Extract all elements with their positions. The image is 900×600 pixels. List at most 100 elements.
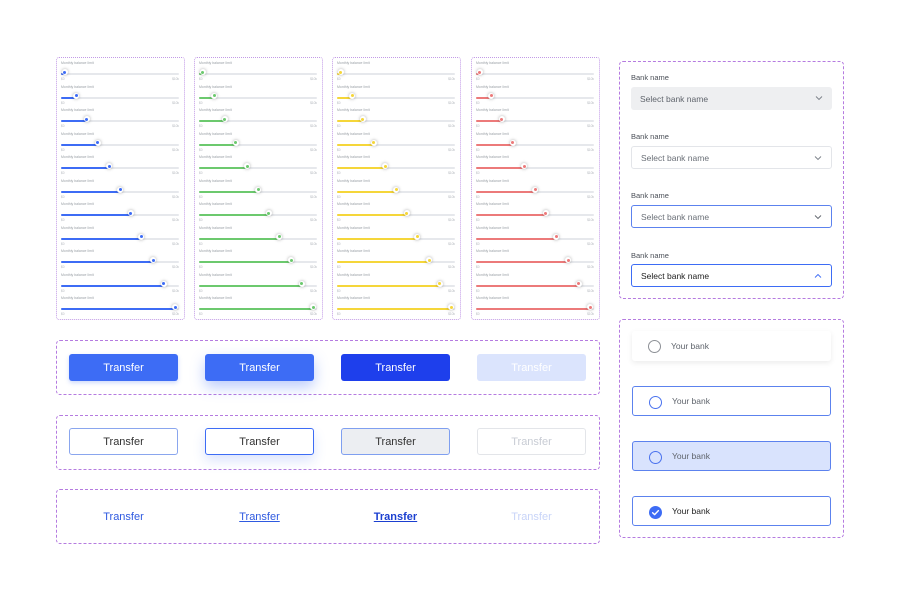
balance-limit-slider[interactable]: Monthly balance limit $0 $10k — [337, 249, 455, 271]
slider-handle[interactable] — [232, 139, 239, 146]
slider-handle[interactable] — [61, 69, 68, 75]
slider-track[interactable] — [337, 116, 455, 122]
slider-track[interactable] — [476, 69, 594, 75]
balance-limit-slider[interactable]: Monthly balance limit $0 $10k — [61, 273, 179, 295]
slider-track[interactable] — [337, 304, 455, 310]
balance-limit-slider[interactable]: Monthly balance limit $0 $10k — [61, 226, 179, 248]
balance-limit-slider[interactable]: Monthly balance limit $0 $10k — [199, 132, 317, 154]
balance-limit-slider[interactable]: Monthly balance limit $0 $10k — [199, 85, 317, 107]
bank-name-select-focus[interactable]: Select bank name — [631, 205, 832, 228]
balance-limit-slider[interactable]: Monthly balance limit $0 $10k — [337, 85, 455, 107]
slider-track[interactable] — [476, 280, 594, 287]
slider-track[interactable] — [61, 163, 179, 169]
balance-limit-slider[interactable]: Monthly balance limit $0 $10k — [337, 61, 455, 83]
balance-limit-slider[interactable]: Monthly balance limit $0 $10k — [476, 249, 594, 271]
transfer-link-default[interactable]: Transfer — [69, 503, 178, 530]
balance-limit-slider[interactable]: Monthly balance limit $0 $10k — [199, 249, 317, 271]
bank-name-select-open[interactable]: Select bank name — [631, 264, 832, 287]
slider-handle[interactable] — [532, 186, 538, 193]
slider-handle[interactable] — [359, 116, 366, 122]
slider-track[interactable] — [337, 92, 455, 99]
slider-handle[interactable] — [211, 92, 218, 99]
balance-limit-slider[interactable]: Monthly balance limit $0 $10k — [476, 179, 594, 201]
transfer-button-primary-hover[interactable]: Transfer — [205, 354, 314, 381]
balance-limit-slider[interactable]: Monthly balance limit $0 $10k — [61, 85, 179, 107]
slider-track[interactable] — [476, 139, 594, 146]
slider-track[interactable] — [61, 257, 179, 263]
slider-track[interactable] — [476, 233, 594, 240]
slider-track[interactable] — [337, 257, 455, 263]
slider-handle[interactable] — [553, 233, 560, 240]
slider-handle[interactable] — [221, 116, 228, 122]
slider-handle[interactable] — [403, 210, 410, 216]
slider-track[interactable] — [476, 163, 594, 169]
balance-limit-slider[interactable]: Monthly balance limit $0 $10k — [476, 226, 594, 248]
slider-track[interactable] — [61, 92, 179, 99]
slider-track[interactable] — [476, 257, 594, 263]
transfer-button-outline-pressed[interactable]: Transfer — [341, 428, 450, 455]
balance-limit-slider[interactable]: Monthly balance limit $0 $10k — [476, 296, 594, 318]
slider-handle[interactable] — [244, 163, 251, 169]
balance-limit-slider[interactable]: Monthly balance limit $0 $10k — [199, 61, 317, 83]
bank-name-select-default[interactable]: Select bank name — [631, 87, 832, 110]
slider-handle[interactable] — [199, 69, 206, 75]
slider-handle[interactable] — [73, 92, 80, 99]
slider-track[interactable] — [337, 233, 455, 240]
slider-track[interactable] — [476, 186, 594, 193]
transfer-button-outline-hover[interactable]: Transfer — [205, 428, 314, 455]
transfer-button-primary-disabled[interactable]: Transfer — [477, 354, 586, 381]
your-bank-radio-active[interactable]: Your bank — [632, 441, 831, 471]
slider-handle[interactable] — [587, 304, 594, 310]
slider-handle[interactable] — [127, 210, 134, 216]
balance-limit-slider[interactable]: Monthly balance limit $0 $10k — [337, 179, 455, 201]
slider-track[interactable] — [337, 280, 455, 287]
slider-track[interactable] — [199, 69, 317, 75]
slider-track[interactable] — [61, 233, 179, 240]
balance-limit-slider[interactable]: Monthly balance limit $0 $10k — [61, 155, 179, 177]
balance-limit-slider[interactable]: Monthly balance limit $0 $10k — [476, 85, 594, 107]
balance-limit-slider[interactable]: Monthly balance limit $0 $10k — [337, 273, 455, 295]
slider-handle[interactable] — [337, 69, 344, 75]
balance-limit-slider[interactable]: Monthly balance limit $0 $10k — [337, 108, 455, 130]
slider-track[interactable] — [199, 92, 317, 99]
your-bank-radio-default[interactable]: Your bank — [632, 331, 831, 361]
balance-limit-slider[interactable]: Monthly balance limit $0 $10k — [199, 108, 317, 130]
slider-track[interactable] — [337, 139, 455, 146]
slider-track[interactable] — [61, 139, 179, 146]
slider-track[interactable] — [61, 69, 179, 75]
balance-limit-slider[interactable]: Monthly balance limit $0 $10k — [337, 226, 455, 248]
slider-handle[interactable] — [498, 116, 505, 122]
transfer-link-disabled[interactable]: Transfer — [477, 503, 586, 530]
balance-limit-slider[interactable]: Monthly balance limit $0 $10k — [199, 202, 317, 224]
slider-handle[interactable] — [150, 257, 157, 263]
slider-track[interactable] — [61, 186, 179, 193]
balance-limit-slider[interactable]: Monthly balance limit $0 $10k — [199, 273, 317, 295]
slider-track[interactable] — [199, 116, 317, 122]
slider-handle[interactable] — [265, 210, 272, 216]
balance-limit-slider[interactable]: Monthly balance limit $0 $10k — [199, 179, 317, 201]
slider-handle[interactable] — [288, 257, 295, 263]
slider-handle[interactable] — [160, 280, 167, 287]
slider-handle[interactable] — [565, 257, 572, 263]
balance-limit-slider[interactable]: Monthly balance limit $0 $10k — [337, 202, 455, 224]
balance-limit-slider[interactable]: Monthly balance limit $0 $10k — [61, 179, 179, 201]
slider-track[interactable] — [476, 210, 594, 216]
slider-handle[interactable] — [382, 163, 389, 169]
slider-handle[interactable] — [488, 92, 495, 99]
balance-limit-slider[interactable]: Monthly balance limit $0 $10k — [199, 155, 317, 177]
slider-track[interactable] — [337, 210, 455, 216]
balance-limit-slider[interactable]: Monthly balance limit $0 $10k — [476, 202, 594, 224]
slider-track[interactable] — [199, 233, 317, 240]
slider-track[interactable] — [199, 139, 317, 146]
slider-handle[interactable] — [393, 186, 399, 193]
slider-track[interactable] — [199, 210, 317, 216]
slider-handle[interactable] — [542, 210, 549, 216]
slider-track[interactable] — [61, 304, 179, 310]
slider-track[interactable] — [199, 163, 317, 169]
balance-limit-slider[interactable]: Monthly balance limit $0 $10k — [476, 132, 594, 154]
balance-limit-slider[interactable]: Monthly balance limit $0 $10k — [476, 108, 594, 130]
transfer-button-outline-default[interactable]: Transfer — [69, 428, 178, 455]
balance-limit-slider[interactable]: Monthly balance limit $0 $10k — [199, 226, 317, 248]
transfer-link-pressed[interactable]: Transfer — [341, 503, 450, 530]
slider-track[interactable] — [199, 257, 317, 263]
